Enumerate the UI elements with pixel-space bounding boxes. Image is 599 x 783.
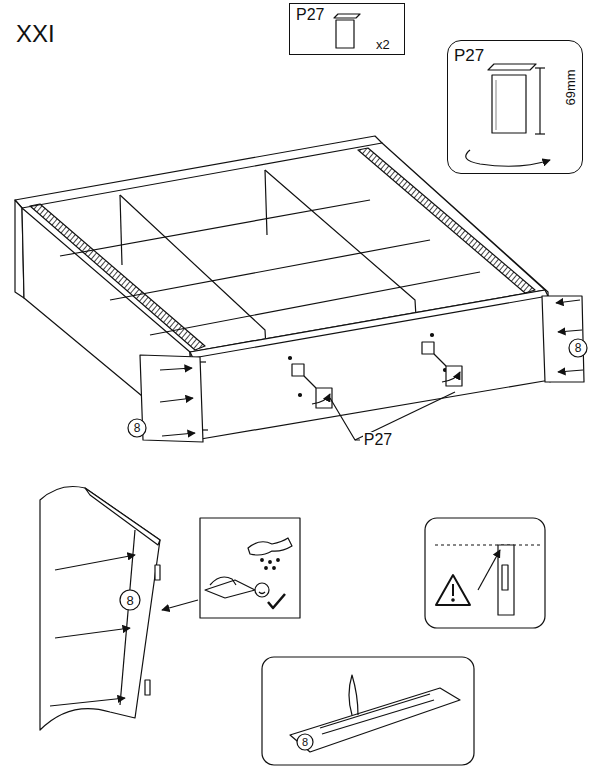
part-box: P27 69mm (447, 40, 583, 174)
callout-number: 8 (125, 594, 134, 607)
part-note: x2 (376, 38, 390, 51)
step-number: XXI (16, 22, 55, 46)
callout-number: 8 (574, 342, 583, 354)
callout-number: 8 (301, 737, 309, 748)
part-code: P27 (296, 7, 324, 23)
part-box: P27 x2 (289, 3, 405, 55)
callout-number: 8 (133, 422, 142, 434)
part-note: 69mm (564, 69, 577, 105)
part-callout: P27 (363, 432, 393, 448)
part-code: P27 (454, 47, 484, 64)
